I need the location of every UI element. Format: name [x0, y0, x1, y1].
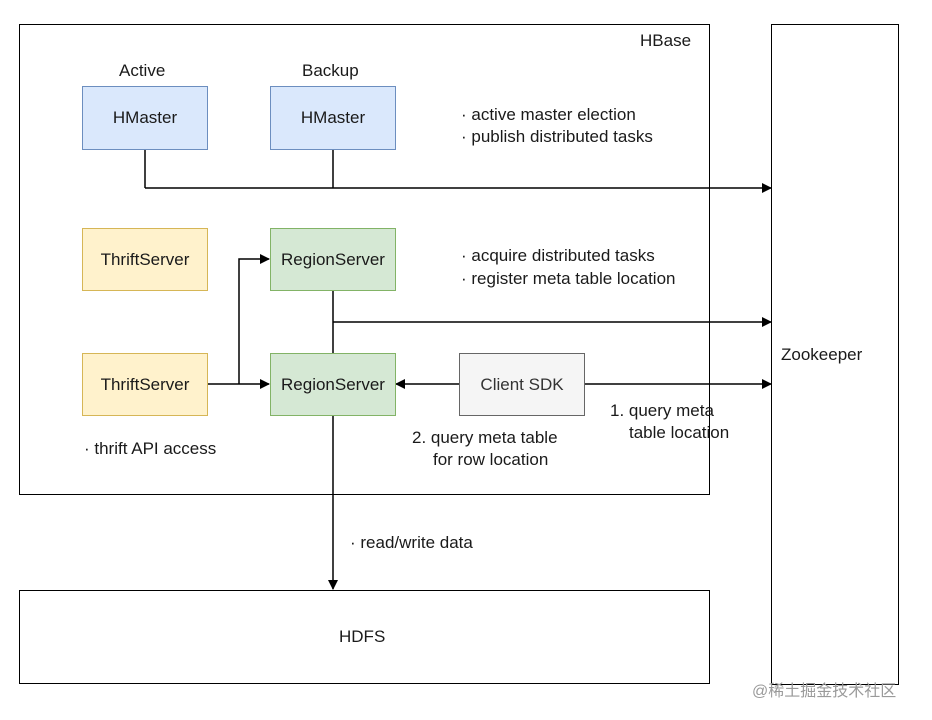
thriftserver-top-label: ThriftServer [100, 249, 190, 269]
active-caption: Active [119, 61, 166, 80]
zookeeper-label: Zookeeper [781, 345, 863, 364]
regionserver-top-node: RegionServer [270, 228, 396, 291]
query-meta-location-line1: 1. query meta [610, 401, 714, 420]
thriftserver-top-node: ThriftServer [82, 228, 208, 291]
thriftserver-bottom-node: ThriftServer [82, 353, 208, 416]
regionserver-top-label: RegionServer [281, 249, 385, 269]
thrift-to-top-regionserver-arrow [238, 254, 270, 384]
regionserver-bottom-node: RegionServer [270, 353, 396, 416]
hbase-title: HBase [640, 31, 692, 50]
region-note-register: · register meta table location [461, 269, 676, 288]
hdfs-label: HDFS [339, 627, 386, 646]
watermark: @稀土掘金技术社区 [752, 683, 897, 700]
thrift-note: · thrift API access [84, 439, 217, 458]
client-sdk-label: Client SDK [480, 374, 564, 394]
zookeeper-container [771, 24, 899, 685]
hdfs-readwrite-note: · read/write data [350, 533, 473, 552]
query-meta-location-line2: table location [629, 423, 730, 442]
hbase-container [19, 24, 710, 495]
backup-hmaster-node: HMaster [270, 86, 396, 150]
query-meta-table-line2: for row location [433, 450, 549, 469]
backup-hmaster-label: HMaster [300, 108, 366, 127]
master-note-election: · active master election [461, 105, 636, 124]
client-sdk-node: Client SDK [459, 353, 585, 416]
thriftserver-bottom-label: ThriftServer [100, 374, 190, 394]
backup-caption: Backup [302, 61, 359, 80]
regionserver-bottom-label: RegionServer [281, 374, 385, 394]
query-meta-table-line1: 2. query meta table [412, 428, 558, 447]
active-hmaster-node: HMaster [82, 86, 208, 150]
region-note-acquire: · acquire distributed tasks [461, 246, 655, 265]
hdfs-container [19, 590, 710, 684]
active-hmaster-label: HMaster [112, 108, 178, 127]
master-note-publish: · publish distributed tasks [461, 127, 653, 146]
